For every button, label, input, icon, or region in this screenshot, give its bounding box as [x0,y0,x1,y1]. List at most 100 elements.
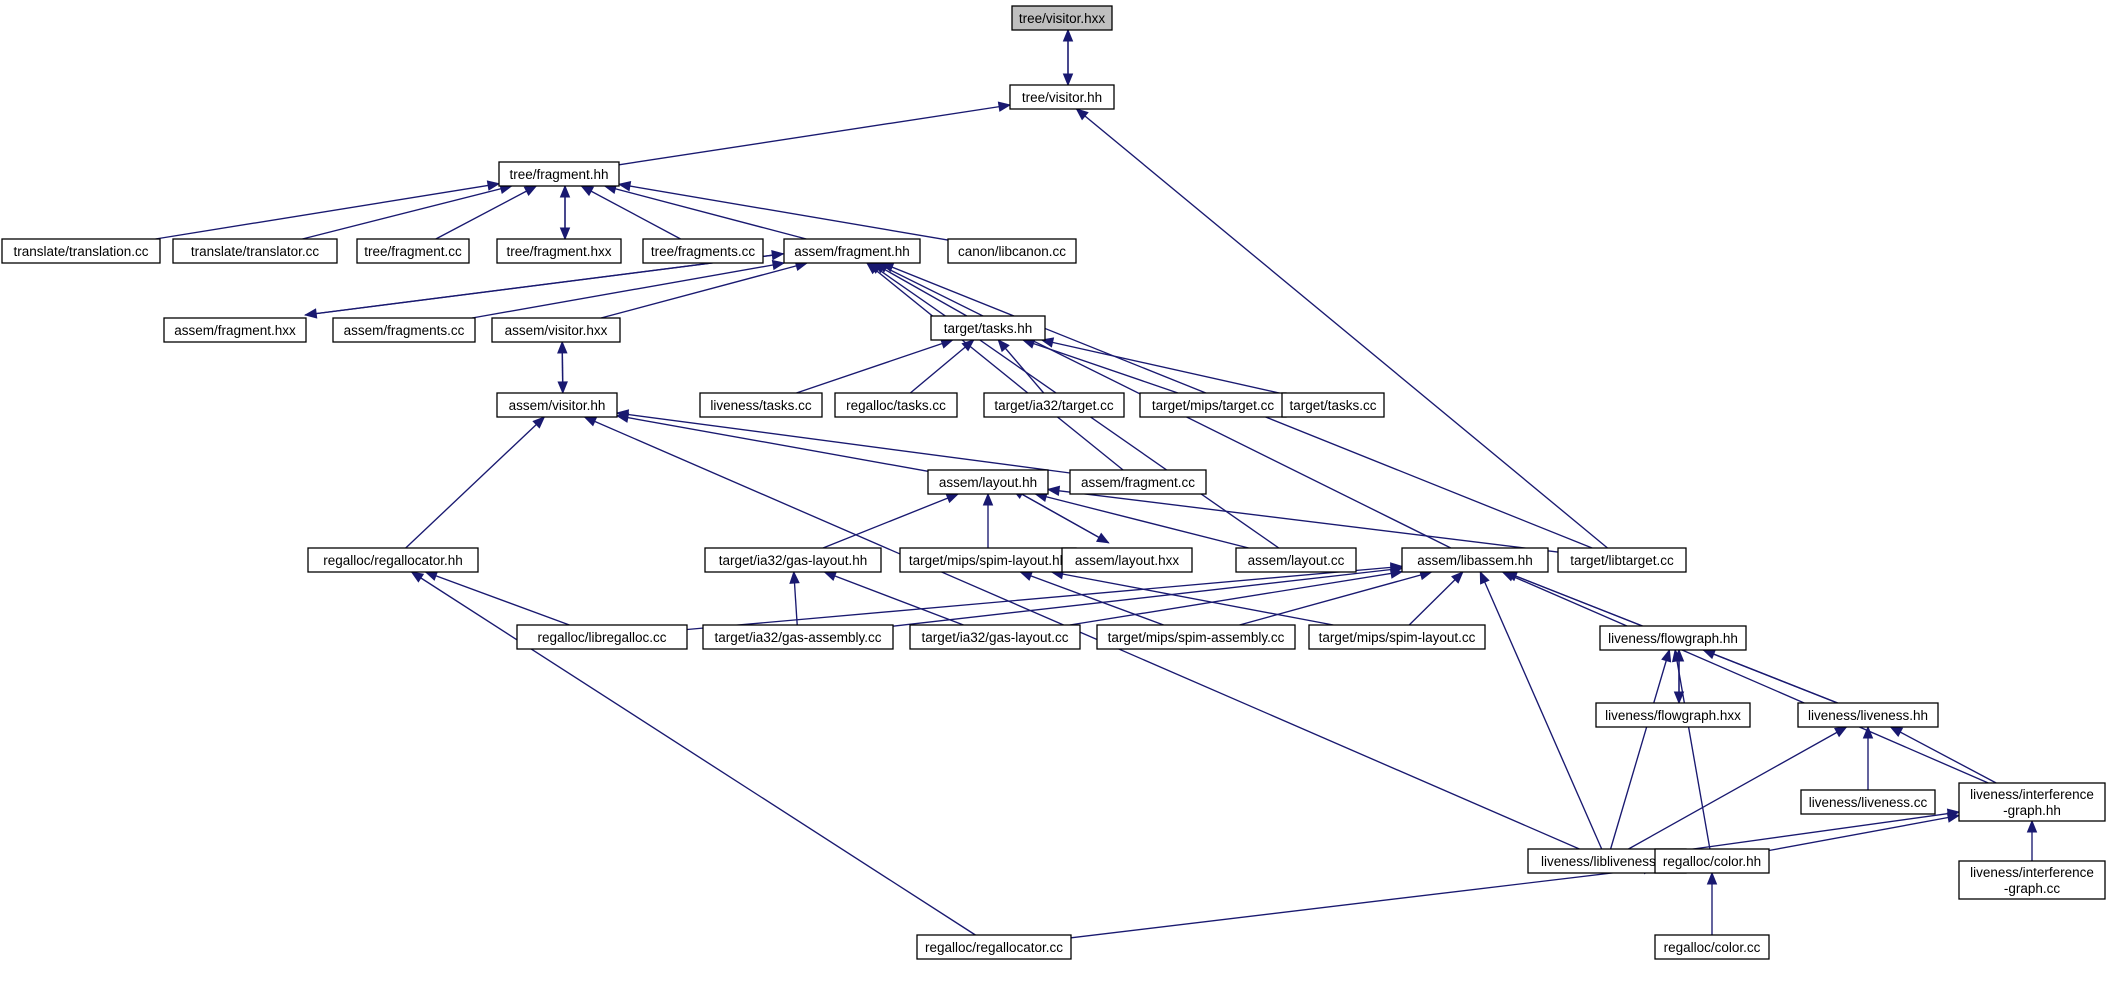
node-label: target/mips/spim-layout.cc [1319,630,1476,645]
node-label: translate/translator.cc [191,244,320,259]
graph-node-n21[interactable]: assem/fragment.cc [1069,469,1207,495]
node-label: liveness/interference [1970,865,2094,880]
graph-node-n15[interactable]: liveness/tasks.cc [699,392,823,418]
graph-node-n11[interactable]: assem/fragments.cc [332,317,476,343]
edge-line [1035,493,1249,549]
graph-node-n18[interactable]: target/mips/target.cc [1139,392,1287,418]
graph-node-n26[interactable]: assem/layout.cc [1235,547,1357,573]
edge-arrowhead [2026,819,2038,833]
node-label: target/ia32/target.cc [994,398,1114,413]
node-label: assem/fragment.cc [1081,475,1195,490]
node-box [699,392,823,418]
edge-arrowhead [1946,812,1961,823]
edge-line [584,416,1580,850]
graph-node-n37[interactable]: liveness/liveness.cc [1800,789,1936,815]
graph-node-n40[interactable]: regalloc/color.hh [1654,848,1770,874]
edge-n27-n33 [1408,571,1464,626]
graph-node-n7[interactable]: tree/fragments.cc [642,238,764,264]
graph-node-n41[interactable]: liveness/interference-graph.cc [1958,860,2106,900]
node-label: liveness/liveness.hh [1808,708,1928,723]
node-label: liveness/liveness.cc [1809,795,1928,810]
node-box [1009,84,1115,110]
node-label: assem/layout.hh [939,475,1037,490]
edge-line [1609,649,1671,850]
edge-line [909,339,975,394]
node-box [983,392,1125,418]
edge-n24-n33 [1050,568,1334,626]
node-label: assem/fragments.cc [344,323,465,338]
graph-node-n6[interactable]: tree/fragment.hxx [496,238,622,264]
graph-node-n0[interactable]: tree/visitor.hxx [1011,5,1113,31]
edge-arrowhead [961,339,975,352]
edge-n20-n24 [982,492,994,548]
edge-n25-n20 [1011,488,1110,544]
node-label: -graph.cc [2004,881,2061,896]
graph-node-n3[interactable]: translate/translation.cc [1,238,161,264]
graph-node-n9[interactable]: canon/libcanon.cc [947,238,1077,264]
graph-node-n22[interactable]: regalloc/regallocator.hh [307,547,479,573]
edge-arrowhead [823,571,838,581]
graph-node-n8[interactable]: assem/fragment.hh [783,238,921,264]
node-box [498,161,620,187]
graph-node-n42[interactable]: regalloc/regallocator.cc [916,934,1072,960]
edge-arrowhead [617,180,632,192]
node-label: tree/fragment.hxx [506,244,611,259]
node-label: target/ia32/gas-layout.hh [719,553,868,568]
graph-node-n1[interactable]: tree/visitor.hh [1009,84,1115,110]
graph-node-n28[interactable]: target/libtarget.cc [1557,547,1687,573]
graph-node-n14[interactable]: assem/visitor.hh [496,392,618,418]
node-label: assem/fragment.hh [794,244,910,259]
edge-n13-n15 [796,338,954,394]
node-box [1235,547,1357,573]
edge-n10-n8 [303,253,784,319]
node-box [332,317,476,343]
edge-arrowhead [1834,726,1848,738]
graph-node-n43[interactable]: regalloc/color.cc [1654,934,1770,960]
node-label: translate/translation.cc [13,244,148,259]
edge-n2-n7 [580,185,681,240]
edge-line [997,339,1045,394]
graph-node-n33[interactable]: target/mips/spim-layout.cc [1308,624,1486,650]
edge-n23-n30 [789,570,800,626]
graph-node-n12[interactable]: assem/visitor.hxx [491,317,621,343]
graph-node-n36[interactable]: liveness/liveness.hh [1797,702,1939,728]
graph-node-n4[interactable]: translate/translator.cc [172,238,338,264]
graph-node-n25[interactable]: assem/layout.hxx [1061,547,1193,573]
edge-arrowhead [945,493,960,504]
node-box [1096,624,1296,650]
node-box [930,315,1046,341]
graph-node-n30[interactable]: target/ia32/gas-assembly.cc [702,624,894,650]
graph-node-n2[interactable]: tree/fragment.hh [498,161,620,187]
node-label: target/ia32/gas-assembly.cc [714,630,881,645]
edge-line [471,262,785,319]
graph-node-n5[interactable]: tree/fragment.cc [356,238,470,264]
edge-n2-n4 [302,183,513,240]
edge-arrowhead [1862,725,1874,739]
graph-node-n19[interactable]: target/tasks.cc [1281,392,1385,418]
graph-node-n34[interactable]: liveness/flowgraph.hh [1599,625,1747,651]
graph-node-n35[interactable]: liveness/flowgraph.hxx [1595,702,1751,728]
graph-node-n24[interactable]: target/mips/spim-layout.hh [899,547,1077,573]
graph-node-n13[interactable]: target/tasks.hh [930,315,1046,341]
graph-node-n29[interactable]: regalloc/libregalloc.cc [516,624,688,650]
edge-n14-n12 [557,341,568,395]
graph-node-n23[interactable]: target/ia32/gas-layout.hh [704,547,882,573]
graph-node-n17[interactable]: target/ia32/target.cc [983,392,1125,418]
graph-node-n27[interactable]: assem/libassem.hh [1401,547,1549,573]
graph-node-n31[interactable]: target/ia32/gas-layout.cc [909,624,1081,650]
graph-node-n32[interactable]: target/mips/spim-assembly.cc [1096,624,1296,650]
graph-node-n38[interactable]: liveness/interference-graph.hh [1958,782,2106,822]
node-box [1797,702,1939,728]
node-box [491,317,621,343]
graph-node-n20[interactable]: assem/layout.hh [927,469,1049,495]
graph-node-n10[interactable]: assem/fragment.hxx [163,317,307,343]
edge-n14-n22 [405,416,546,549]
node-box [1281,392,1385,418]
edge-line [1022,339,1179,394]
edge-line [1070,867,1656,939]
node-label: tree/fragment.hh [509,167,608,182]
node-box [1139,392,1287,418]
edge-line [616,412,1071,474]
graph-node-n16[interactable]: regalloc/tasks.cc [834,392,958,418]
edge-n38-n39 [1685,808,1961,851]
